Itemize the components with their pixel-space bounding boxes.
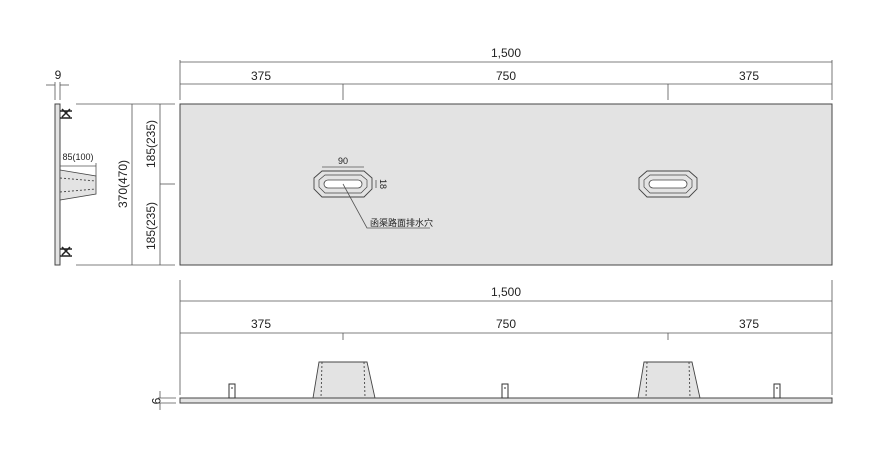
top-view: 1,500 375 750 375 90 18 函渠路面排水穴 [179, 46, 833, 266]
upper-half-label: 185(235) [144, 120, 158, 168]
front-segment-left: 375 [251, 317, 271, 331]
top-plate [179, 103, 833, 266]
front-plate [179, 397, 833, 404]
lower-half-label: 185(235) [144, 202, 158, 250]
hole-height-label: 18 [378, 179, 388, 189]
top-total-label: 1,500 [491, 46, 521, 60]
flange-block [312, 361, 376, 399]
front-thickness-label: 9 [149, 398, 163, 405]
side-plate [54, 103, 61, 266]
clip-icon [60, 246, 72, 257]
front-view: 1,500 375 750 375 9 [149, 280, 833, 410]
side-thickness-label: 9 [55, 68, 62, 82]
side-view: 9 85(100) 370(470) 185(235) 185(235) [46, 68, 175, 266]
clip-icon [60, 108, 72, 119]
flange-block [637, 361, 701, 399]
drain-hole [638, 170, 698, 198]
side-flange [59, 169, 97, 201]
clip-icon [501, 383, 509, 399]
top-segment-left: 375 [251, 69, 271, 83]
top-segment-middle: 750 [496, 69, 516, 83]
flange-width-label: 85(100) [62, 152, 93, 162]
clip-icon [228, 383, 236, 399]
front-total-label: 1,500 [491, 285, 521, 299]
drain-hole-label: 函渠路面排水穴 [370, 217, 433, 228]
front-segment-right: 375 [739, 317, 759, 331]
front-segment-middle: 750 [496, 317, 516, 331]
top-segment-right: 375 [739, 69, 759, 83]
total-height-label: 370(470) [116, 160, 130, 208]
clip-icon [773, 383, 781, 399]
hole-width-label: 90 [338, 156, 348, 166]
